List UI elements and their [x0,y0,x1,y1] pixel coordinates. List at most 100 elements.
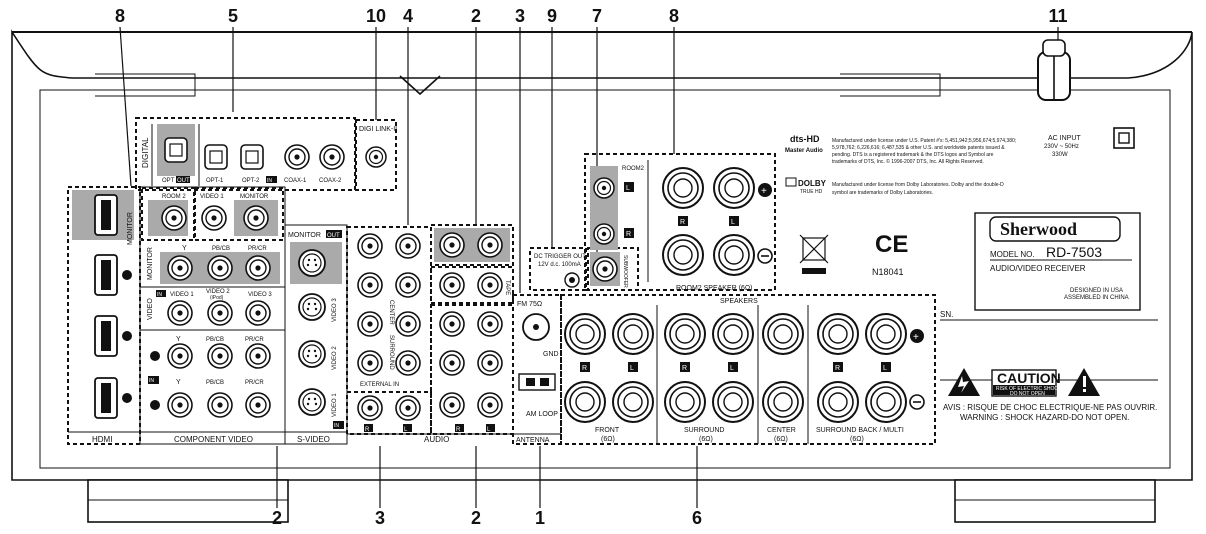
speaker-post[interactable] [817,381,859,423]
hdmi-monitor-out-port[interactable] [94,194,118,236]
ext-in-jack[interactable] [357,233,383,259]
surround-posts: R L [664,313,754,423]
audio-in-jack[interactable] [477,392,503,418]
component-in1-pb-jack[interactable] [207,392,233,418]
component-in1-pr-jack[interactable] [245,392,271,418]
svideo2-in-jack[interactable] [298,340,326,368]
room2-audio-out-l-jack[interactable] [593,177,615,199]
composite-video1-in-jack[interactable] [167,300,193,326]
hdmi-monitor-label: MONITOR [127,212,134,245]
speaker-post[interactable] [612,313,654,355]
ext-in-jack[interactable] [395,272,421,298]
center-label: CENTER [767,427,796,434]
svg-text:VIDEO 3: VIDEO 3 [332,298,338,322]
tape-in-jack[interactable] [439,272,465,298]
ce-mark: CE [875,231,908,258]
in-label: IN [267,178,272,184]
component-monitor-pr-jack[interactable] [245,255,271,281]
component-in2-y-jack[interactable] [167,343,193,369]
coax-1-jack[interactable] [284,144,310,170]
audio-in-jack[interactable] [439,392,465,418]
digi-link-jack[interactable] [365,146,387,168]
ext-in-jack[interactable] [395,311,421,337]
room2-speaker-l-minus-post[interactable] [713,234,755,276]
audio-in-jack[interactable] [439,311,465,337]
tape-out-jack[interactable] [439,232,465,258]
svg-text:CENTER: CENTER [388,300,394,325]
svideo3-in-jack[interactable] [298,293,326,321]
svg-text:AC INPUT: AC INPUT [1048,135,1081,142]
component-in1-y-jack[interactable] [167,392,193,418]
callouts-bottom: 2 3 2 1 6 [272,446,702,528]
room2-speaker-r-minus-post[interactable] [662,234,704,276]
speaker-post[interactable] [865,313,907,355]
svideo1-in-jack[interactable] [298,388,326,416]
speaker-post[interactable] [564,381,606,423]
hdmi-in-3-port[interactable] [94,254,118,296]
svg-text:TRUE HD: TRUE HD [800,189,823,195]
s-video-section: MONITOR OUT VIDEO 3 VIDEO 2 VIDEO 1 IN S… [284,224,348,445]
video1-out-jack[interactable] [201,205,227,231]
speakers-label: SPEAKERS [720,298,758,305]
speaker-post[interactable] [664,381,706,423]
ext-in-jack[interactable] [357,311,383,337]
svg-text:L: L [487,427,491,433]
audio-in-jack[interactable] [477,350,503,376]
dc-trigger-spec: 12V d.c. 100mA [538,262,581,268]
subwoofer-out-jack[interactable] [592,256,618,282]
room2-video-out-jack[interactable] [161,205,187,231]
component-in2-pb-jack[interactable] [207,343,233,369]
speaker-post[interactable] [712,381,754,423]
component-video-section: ROOM 2 VIDEO 1 MONITOR Y PB/CB PR/CR MON… [139,186,286,445]
audio-in-jack[interactable] [357,395,383,421]
room2-speaker-l-plus-post[interactable] [713,167,755,209]
video3-in-label: VIDEO 3 [248,292,272,298]
svideo-monitor-out-jack[interactable] [298,249,326,277]
audio-in-jack[interactable] [477,311,503,337]
ext-in-jack[interactable] [357,350,383,376]
ipod-label: (iPod) [210,295,224,301]
optical-in-2-jack[interactable] [240,144,264,170]
svg-text:DO NOT OPEN: DO NOT OPEN [1010,391,1045,397]
audio-in-jack[interactable] [395,395,421,421]
callout-number: 3 [375,508,385,528]
video-monitor-out-jack[interactable] [243,205,269,231]
svg-text:CAUTION: CAUTION [997,370,1061,386]
room2-audio-out-r-jack[interactable] [593,223,615,245]
svg-text:R: R [680,219,685,226]
tape-out-jack[interactable] [477,232,503,258]
speaker-post[interactable] [762,381,804,423]
component-in2-pr-jack[interactable] [245,343,271,369]
tape-in-jack[interactable] [477,272,503,298]
room2-speaker-r-plus-post[interactable] [662,167,704,209]
optical-in-1-jack[interactable] [204,144,228,170]
ext-in-jack[interactable] [357,272,383,298]
speaker-post[interactable] [664,313,706,355]
speaker-post[interactable] [712,313,754,355]
room2-label: ROOM 2 [162,194,186,200]
digi-link-label: DIGI LINK-II [359,126,397,133]
y-label: Y [176,336,181,343]
audio-in-jack[interactable] [439,350,465,376]
composite-video2-in-jack[interactable] [207,300,233,326]
callout-number: 9 [547,6,557,26]
speaker-post[interactable] [865,381,907,423]
composite-video3-in-jack[interactable] [245,300,271,326]
dc-trigger-section: DC TRIGGER OUT 12V d.c. 100mA [529,247,587,291]
speaker-post[interactable] [817,313,859,355]
hdmi-in-2-port[interactable] [94,315,118,357]
speaker-post[interactable] [762,313,804,355]
svg-text:330W: 330W [1052,152,1068,158]
hdmi-in-1-port[interactable] [94,377,118,419]
coax-2-jack[interactable] [319,144,345,170]
audio-label: AUDIO [424,435,449,444]
serial-label: SN. [940,310,953,319]
svg-text:pending. DTS is a registered t: pending. DTS is a registered trademark &… [832,152,994,158]
speaker-post[interactable] [564,313,606,355]
component-monitor-pb-jack[interactable] [207,255,233,281]
speaker-post[interactable] [612,381,654,423]
ext-in-jack[interactable] [395,233,421,259]
optical-out-jack[interactable] [164,137,188,163]
ext-in-jack[interactable] [395,350,421,376]
component-monitor-y-jack[interactable] [167,255,193,281]
